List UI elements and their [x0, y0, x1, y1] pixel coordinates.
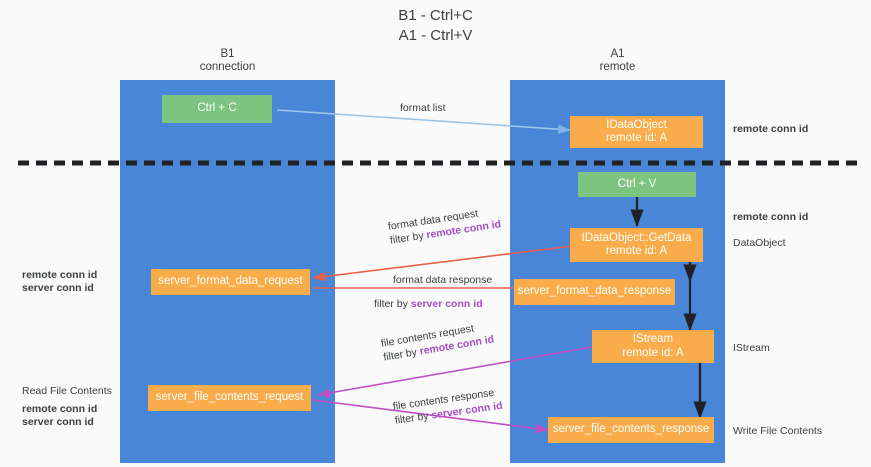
lane-header-a1: A1 remote [510, 48, 725, 74]
filter-prefix-1: filter by [389, 229, 428, 247]
edge-label-file-contents-response-group: file contents response filter by server … [392, 385, 503, 428]
annotation-right-remote-conn-id-top: remote conn id [733, 123, 809, 135]
node-server-file-contents-response-label: server_file_contents_response [552, 423, 710, 436]
node-getdata-sub: remote id: A [605, 245, 668, 257]
node-server-file-contents-request-label: server_file_contents_request [155, 391, 304, 404]
node-server-file-contents-response[interactable]: server_file_contents_response [548, 417, 714, 443]
node-ctrl-v-label: Ctrl + V [617, 177, 657, 190]
node-idataobject-top-sub: remote id: A [605, 132, 668, 144]
edge-label-format-data-request-group: format data request filter by remote con… [387, 203, 502, 247]
annotation-left-server-conn-id-bottom: server conn id [22, 416, 94, 428]
node-getdata-label: IDataObject::GetData [581, 231, 692, 244]
annotation-right-istream: IStream [733, 342, 770, 354]
annotation-right-remote-conn-id-mid: remote conn id [733, 211, 809, 223]
node-ctrl-c-label: Ctrl + C [197, 102, 237, 115]
node-server-file-contents-request[interactable]: server_file_contents_request [148, 385, 311, 411]
node-server-format-data-response-label: server_format_data_response [517, 285, 672, 298]
annotation-right-write-file-contents: Write File Contents [733, 425, 823, 437]
lane-header-b1-name: B1 [220, 48, 235, 60]
annotation-left-server-conn-id-mid: server conn id [22, 282, 94, 294]
edge-label-format-data-response-filter: filter by server conn id [374, 298, 483, 311]
node-ctrl-v[interactable]: Ctrl + V [578, 172, 696, 197]
lane-header-b1-role: connection [199, 61, 256, 73]
filter-prefix-4: filter by [394, 409, 433, 427]
lane-header-b1: B1 connection [120, 48, 335, 74]
node-getdata[interactable]: IDataObject::GetData remote id: A [570, 228, 703, 262]
annotation-left-read-file-contents: Read File Contents [22, 385, 112, 397]
node-idataobject-top-label: IDataObject [606, 118, 667, 131]
annotation-right-dataobject: DataObject [733, 237, 786, 249]
edge-label-format-list: format list [400, 102, 446, 114]
node-server-format-data-request-label: server_format_data_request [158, 275, 303, 288]
filter-prefix-2: filter by [374, 298, 411, 310]
lane-header-a1-name: A1 [610, 48, 625, 60]
node-istream-sub: remote id: A [622, 346, 684, 359]
annotation-left-remote-conn-id-bottom: remote conn id [22, 403, 98, 415]
node-server-format-data-request[interactable]: server_format_data_request [151, 269, 310, 295]
edge-label-format-data-response: format data response [393, 274, 493, 286]
edge-label-file-contents-request-group: file contents request filter by remote c… [380, 319, 495, 365]
node-server-format-data-response[interactable]: server_format_data_response [514, 279, 675, 305]
title-line-1: B1 - Ctrl+C [398, 7, 473, 24]
annotation-left-remote-conn-id-mid: remote conn id [22, 269, 98, 281]
node-istream-label: IStream [632, 333, 674, 345]
title-line-2: A1 - Ctrl+V [398, 27, 473, 44]
node-idataobject-top[interactable]: IDataObject remote id: A [570, 116, 703, 148]
diagram-title: B1 - Ctrl+C A1 - Ctrl+V [0, 6, 871, 46]
node-istream[interactable]: IStream remote id: A [592, 330, 714, 363]
filter-key-server-conn-id-1: server conn id [410, 298, 483, 310]
node-ctrl-c[interactable]: Ctrl + C [162, 95, 272, 123]
lane-header-a1-role: remote [599, 61, 636, 73]
